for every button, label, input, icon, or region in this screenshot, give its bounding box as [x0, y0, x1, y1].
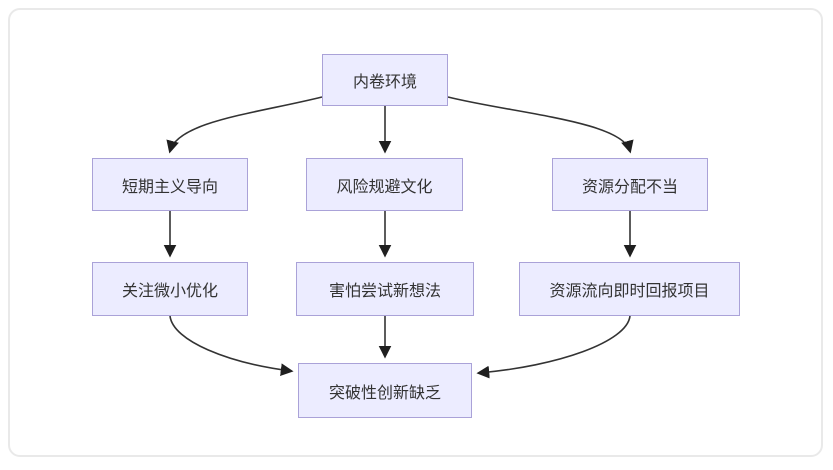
- node-risk-aversion-culture: 风险规避文化: [306, 158, 463, 211]
- edge-g-h: [476, 315, 631, 379]
- node-resource-misallocation: 资源分配不当: [552, 158, 708, 211]
- node-lack-of-breakthrough-innovation: 突破性创新缺乏: [298, 363, 472, 418]
- node-neijuan-environment: 内卷环境: [322, 54, 448, 106]
- canvas-rounded-border: [8, 8, 823, 457]
- node-micro-optimization-focus: 关注微小优化: [92, 262, 248, 316]
- edge-a-b: [166, 96, 323, 154]
- edge-a-d: [447, 96, 634, 154]
- node-resources-to-instant-return: 资源流向即时回报项目: [519, 262, 740, 316]
- node-fear-of-new-ideas: 害怕尝试新想法: [296, 262, 474, 316]
- node-short-termism: 短期主义导向: [92, 158, 248, 211]
- edge-e-h: [169, 315, 294, 377]
